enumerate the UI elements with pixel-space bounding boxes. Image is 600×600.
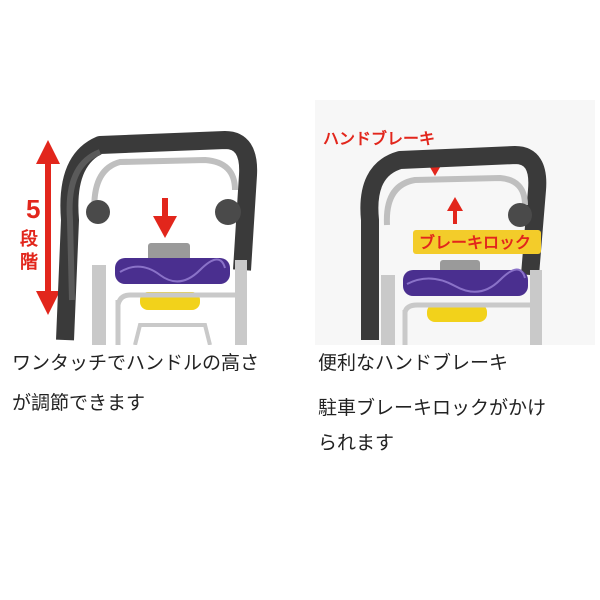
handle-frame (56, 131, 258, 341)
purple-grip (115, 258, 230, 284)
hand-brake-illustration: ハンドブレーキ ブレーキロック (315, 100, 595, 345)
right-caption-line-3: られます (318, 432, 395, 454)
left-caption-line-1: ワンタッチでハンドルの高さ (12, 352, 260, 374)
brake-lever (91, 156, 238, 221)
handle-frame (360, 146, 547, 340)
height-arrow (36, 140, 60, 315)
purple-grip (403, 270, 528, 296)
brake-lever (383, 174, 528, 226)
height-label-number: 5 (26, 194, 40, 224)
right-caption-line-1: 便利なハンドブレーキ (318, 352, 509, 374)
label-brake-lock: ブレーキロック (419, 233, 531, 252)
yellow-grip (427, 304, 487, 322)
left-caption-line-2: が調節できます (12, 392, 146, 414)
brake-lock-label-bg (413, 230, 541, 254)
height-label-char-1: 段 (20, 228, 39, 250)
button-arrow (153, 198, 177, 238)
brake-lock-arrow (447, 197, 463, 224)
adjust-knob-left (86, 200, 110, 224)
label-hand-brake: ハンドブレーキ (323, 129, 435, 148)
right-caption-line-2: 駐車ブレーキロックがかけ (318, 397, 547, 419)
height-label-char-2: 階 (20, 252, 38, 273)
adjust-knob-right (215, 199, 241, 225)
height-adjust-illustration: 5 段 階 (10, 100, 290, 345)
